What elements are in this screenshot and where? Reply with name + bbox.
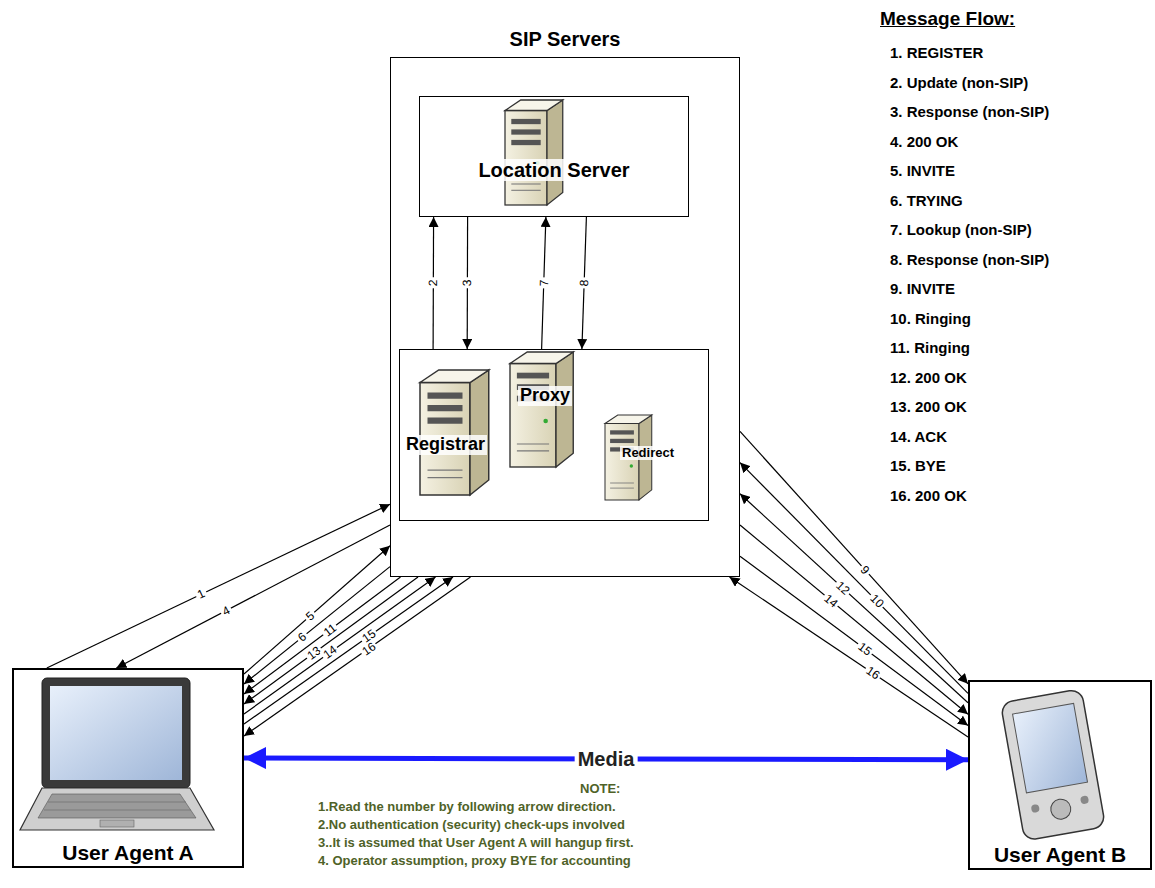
message-arrow	[740, 525, 968, 714]
message-arrow	[740, 556, 968, 725]
message-step: 9. INVITE	[890, 280, 955, 297]
message-arrow	[244, 577, 418, 704]
message-arrow	[542, 217, 546, 349]
note-line: 2.No authentication (security) check-ups…	[318, 818, 625, 833]
media-label: Media	[575, 749, 638, 769]
message-step: 14. ACK	[890, 428, 947, 445]
step-number: 7	[538, 277, 550, 288]
message-arrow	[740, 494, 968, 703]
server-name: Proxy	[518, 386, 572, 406]
message-step: 12. 200 OK	[890, 369, 967, 386]
step-number: 14	[320, 642, 341, 662]
message-step: 5. INVITE	[890, 162, 955, 179]
message-arrow	[244, 546, 390, 674]
step-number: 6	[294, 629, 310, 645]
agent-name: User Agent A	[14, 841, 242, 864]
message-step: 13. 200 OK	[890, 398, 967, 415]
step-number: 15	[855, 639, 876, 659]
step-number: 10	[866, 591, 887, 612]
step-number: 12	[832, 578, 853, 599]
message-step: 10. Ringing	[890, 310, 971, 327]
message-step: 8. Response (non-SIP)	[890, 251, 1049, 268]
step-number: 2	[427, 278, 439, 289]
message-arrow	[47, 504, 390, 668]
step-number: 14	[821, 591, 842, 611]
message-step: 6. TRYING	[890, 192, 963, 209]
message-arrow	[244, 577, 453, 724]
message-arrow	[433, 217, 435, 349]
message-arrow	[467, 217, 469, 349]
server-icon	[505, 100, 563, 205]
server-name: Location Server	[420, 159, 688, 181]
group-title: SIP Servers	[391, 28, 739, 50]
step-number: 3	[461, 278, 473, 289]
location-server-box: Location Server	[419, 96, 689, 217]
message-arrow	[244, 577, 471, 736]
message-arrow	[740, 463, 968, 694]
message-step: 1. REGISTER	[890, 44, 983, 61]
message-arrow	[244, 577, 401, 694]
step-number: 15	[359, 626, 380, 646]
server-icon	[510, 352, 573, 467]
step-number: 1	[194, 587, 209, 602]
server-name: Redirect	[620, 446, 676, 460]
step-number: 13	[303, 643, 324, 663]
message-step: 2. Update (non-SIP)	[890, 74, 1028, 91]
note-line: 1.Read the number by following arrow dir…	[318, 800, 616, 815]
message-arrow	[116, 525, 390, 668]
agent-name: User Agent B	[970, 843, 1150, 866]
note-line: 4. Operator assumption, proxy BYE for ac…	[318, 854, 631, 869]
message-arrow	[740, 431, 968, 683]
note-title: NOTE:	[580, 782, 620, 797]
step-number: 16	[862, 663, 883, 683]
list-title: Message Flow:	[880, 8, 1015, 30]
server-icon	[420, 370, 489, 495]
note-line: 3..It is assumed that User Agent A will …	[318, 836, 634, 851]
step-number: 9	[857, 562, 873, 578]
server-cluster-box: Registrar ProxyRedirect	[399, 349, 709, 521]
message-step: 7. Lookup (non-SIP)	[890, 221, 1032, 238]
laptop-icon	[20, 678, 214, 830]
message-step: 16. 200 OK	[890, 487, 967, 504]
message-step: 11. Ringing	[890, 339, 970, 356]
server-name: Registrar	[404, 435, 487, 455]
step-number: 5	[302, 608, 318, 624]
message-arrow	[582, 217, 587, 349]
step-number: 11	[320, 620, 340, 639]
media-arrow	[244, 758, 968, 760]
message-arrow	[730, 577, 969, 737]
step-number: 8	[578, 277, 590, 288]
message-arrow	[244, 577, 436, 714]
message-step: 4. 200 OK	[890, 133, 958, 150]
message-step: 3. Response (non-SIP)	[890, 103, 1049, 120]
step-number: 4	[218, 603, 233, 619]
server-group-box: SIP ServersLocation ServerRegistrarProxy…	[390, 57, 740, 577]
step-number: 16	[358, 639, 379, 659]
phone-icon	[1000, 689, 1105, 841]
user-agent-box: User Agent B	[968, 680, 1152, 870]
message-step: 15. BYE	[890, 457, 946, 474]
user-agent-box: User Agent A	[12, 668, 244, 868]
